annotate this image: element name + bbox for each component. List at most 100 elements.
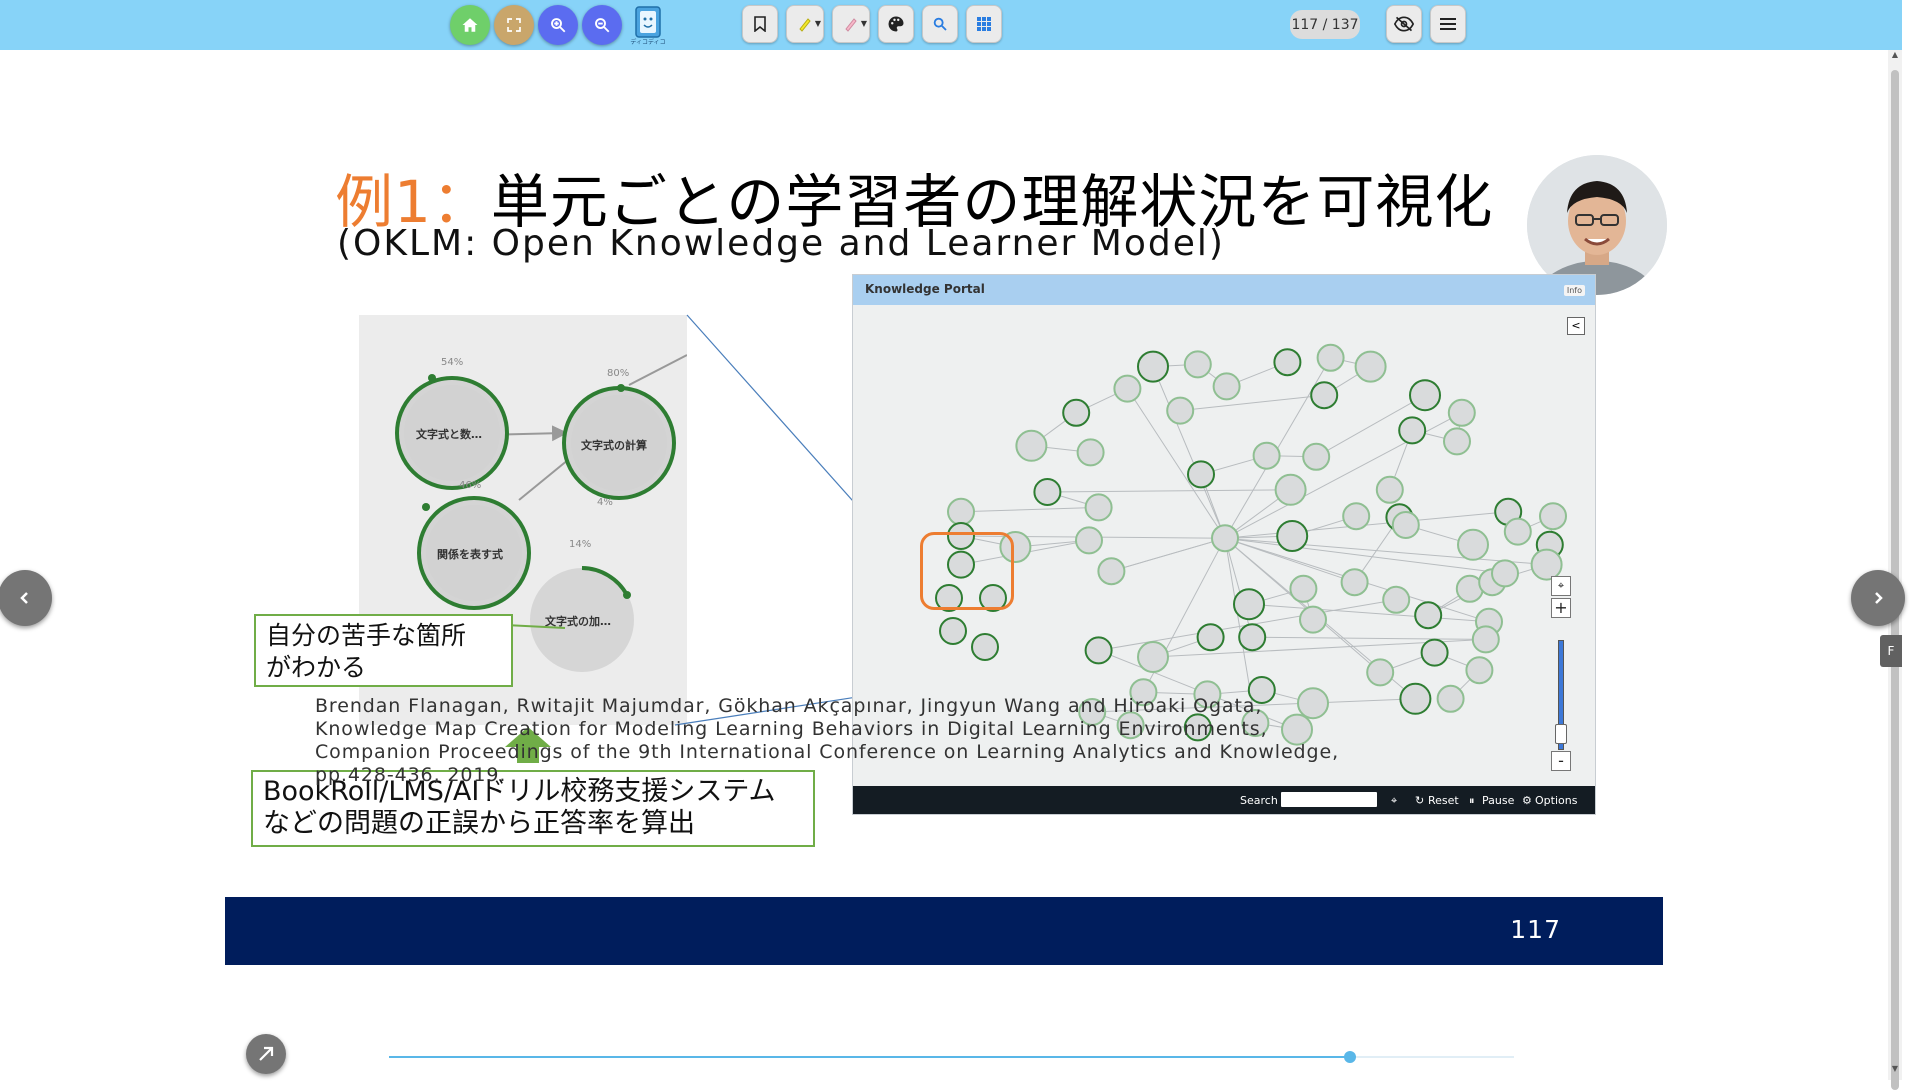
graph-node — [935, 584, 963, 612]
highlighter-button[interactable]: ▼ — [786, 5, 824, 43]
gear-icon: ⚙ — [1522, 794, 1532, 807]
portal-footer: Search ⌖ ↻ Reset ⏸ Pause ⚙ Options — [853, 786, 1595, 814]
graph-node — [971, 633, 999, 661]
portal-info: Info — [1563, 285, 1585, 296]
portal-zoom-control: ⌖ + - — [1551, 576, 1571, 771]
graph-node — [1471, 625, 1500, 654]
graph-node — [1297, 687, 1329, 720]
callout-calc-line2: などの問題の正誤から正答率を算出 — [263, 808, 695, 839]
knowledge-map-zoom: 文字式と数… 54% 文字式の計算 80% 関係を表す式 46% 文字式の加… … — [359, 315, 687, 725]
search-button[interactable] — [922, 5, 958, 43]
graph-node — [1241, 709, 1270, 737]
callout-weak-points: 自分の苦手な箇所 がわかる — [254, 614, 513, 687]
bookmark-button[interactable] — [742, 5, 778, 43]
page-progress-knob[interactable] — [1343, 1051, 1356, 1063]
crosshair-icon: ⌖ — [1551, 576, 1571, 596]
fit-screen-icon — [507, 18, 521, 32]
portal-zoom-minus: - — [1551, 751, 1571, 771]
graph-node — [1075, 526, 1103, 555]
graph-node — [1196, 623, 1225, 652]
zoom-node-label: 文字式の加… — [545, 615, 611, 628]
portal-zoom-track — [1558, 640, 1564, 750]
graph-node — [1409, 379, 1441, 412]
zoom-node-label: 関係を表す式 — [437, 548, 503, 561]
graph-node — [1398, 416, 1427, 445]
graph-node — [1274, 473, 1307, 506]
graph-node — [1375, 475, 1404, 504]
palette-button[interactable] — [878, 5, 914, 43]
portal-highlight-box — [920, 532, 1014, 610]
graph-node — [1273, 348, 1302, 377]
app-logo[interactable]: ディコディコ — [628, 4, 668, 46]
expand-arrow-icon — [259, 1046, 274, 1061]
graph-node — [1233, 588, 1265, 621]
zoom-node-percent: 4% — [597, 497, 613, 508]
graph-node — [1183, 713, 1212, 742]
slide-number: 117 — [1510, 915, 1561, 944]
zoom-node-label: 文字式と数… — [416, 428, 482, 441]
thumbnails-button[interactable] — [966, 5, 1002, 43]
graph-node — [947, 550, 975, 579]
presenter-avatar — [1527, 155, 1667, 295]
marker-button[interactable]: ▼ — [832, 5, 870, 43]
search-icon — [933, 17, 947, 31]
page-counter: 117 / 137 — [1290, 10, 1360, 39]
scroll-down-icon[interactable]: ▼ — [1891, 1064, 1899, 1073]
expand-button[interactable] — [246, 1034, 286, 1074]
callout-weak-line2: がわかる — [266, 653, 367, 682]
graph-node — [1342, 502, 1371, 531]
graph-node — [1116, 711, 1145, 740]
marker-icon — [845, 18, 857, 32]
graph-node — [1078, 698, 1107, 726]
vertical-scrollbar[interactable] — [1888, 50, 1902, 1090]
callout-calc-line1: BookRoll/LMS/AIドリル校務支援システム — [263, 776, 776, 807]
graph-node — [1503, 517, 1532, 546]
menu-icon — [1440, 18, 1456, 30]
zoom-in-icon — [551, 18, 566, 33]
portal-search-box — [1281, 792, 1377, 807]
knowledge-portal-screenshot: Knowledge Portal Info < ⌖ + - Search ⌖ ↻… — [852, 274, 1596, 815]
graph-node — [1491, 559, 1519, 588]
scroll-up-icon[interactable]: ▲ — [1891, 50, 1899, 59]
graph-node — [1420, 638, 1449, 667]
zoom-node-percent: 80% — [607, 368, 630, 379]
portal-title: Knowledge Portal — [865, 282, 985, 296]
page-progress-slider[interactable] — [389, 1051, 1514, 1063]
graph-node — [1281, 713, 1313, 746]
graph-node — [1316, 343, 1345, 372]
graph-node — [1084, 493, 1113, 522]
home-icon — [462, 18, 478, 32]
slide-subtitle: (OKLM: Open Knowledge and Learner Model) — [337, 223, 1225, 264]
zoom-in-button[interactable] — [538, 5, 578, 45]
refresh-icon: ↻ — [1415, 794, 1425, 807]
highlighter-icon — [799, 18, 811, 32]
graph-node — [1340, 568, 1369, 597]
hide-button[interactable] — [1386, 5, 1422, 43]
graph-node — [1447, 398, 1476, 427]
portal-options: Options — [1535, 794, 1578, 807]
chevron-right-icon — [1875, 592, 1883, 604]
fit-screen-button[interactable] — [494, 5, 534, 45]
side-panel-tab[interactable]: F — [1880, 635, 1902, 667]
graph-node — [1457, 528, 1489, 561]
graph-node — [1289, 574, 1318, 603]
app-logo-text: ディコディコ — [630, 39, 666, 46]
zoom-node-percent: 54% — [441, 357, 464, 368]
home-button[interactable] — [450, 5, 490, 45]
graph-node — [1212, 372, 1241, 401]
zoom-node-label: 文字式の計算 — [581, 439, 647, 452]
next-page-button[interactable] — [1851, 570, 1905, 626]
menu-button[interactable] — [1430, 5, 1466, 43]
portal-zoom-plus: + — [1551, 598, 1571, 618]
zoom-node-percent: 14% — [569, 539, 592, 550]
zoom-out-button[interactable] — [582, 5, 622, 45]
previous-page-button[interactable] — [0, 570, 52, 626]
graph-node — [1062, 398, 1091, 427]
pause-icon: ⏸ — [1469, 794, 1475, 807]
graph-node — [1354, 350, 1387, 383]
chevron-left-icon — [20, 592, 28, 604]
palette-icon — [888, 16, 904, 32]
crosshair-icon: ⌖ — [1391, 794, 1398, 807]
graph-node — [1193, 680, 1222, 709]
chevron-down-icon: ▼ — [814, 19, 821, 28]
